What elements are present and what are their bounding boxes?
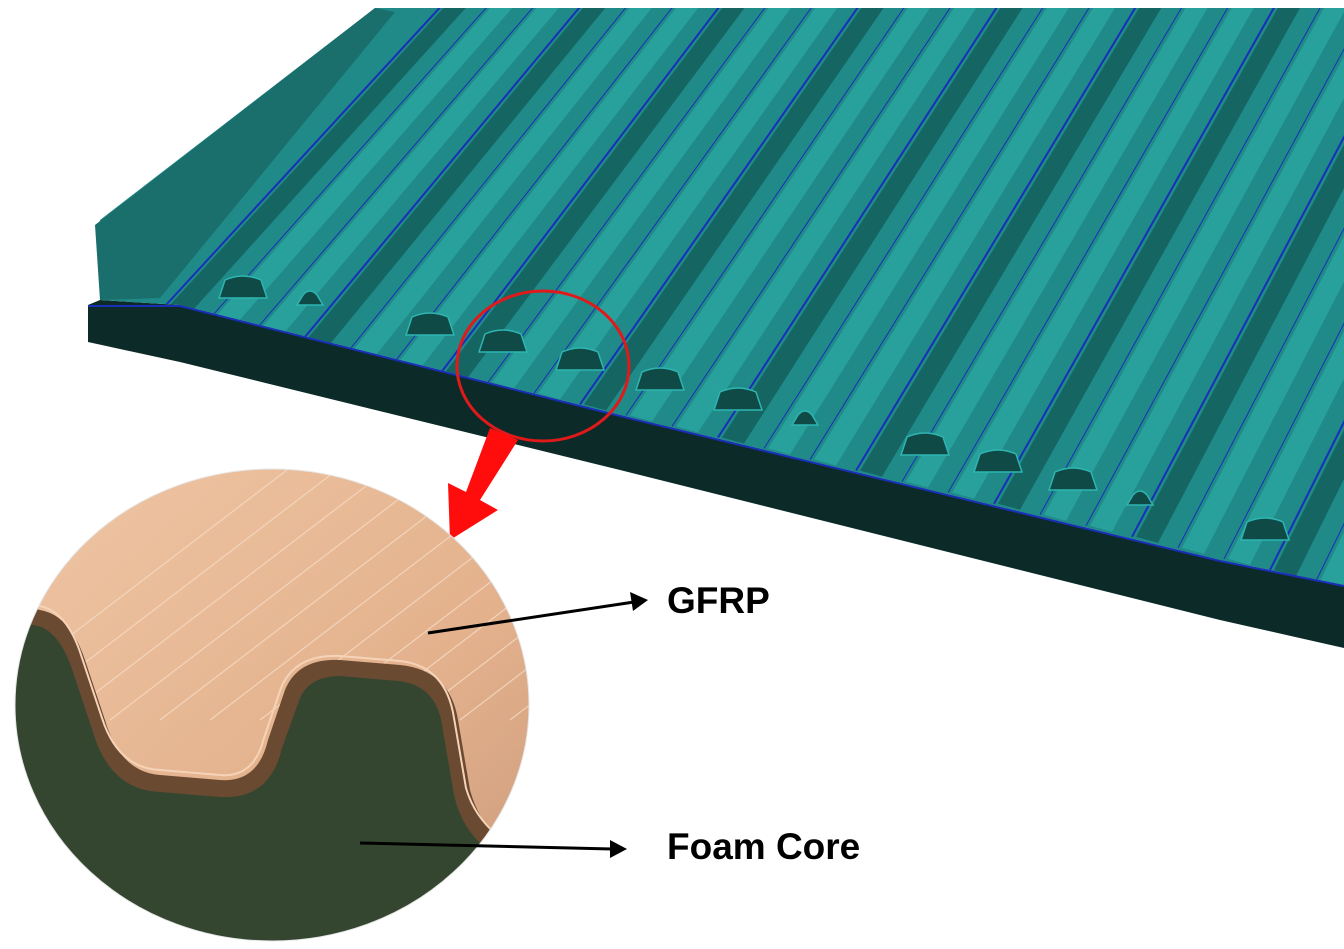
zoom-circle-outline	[14, 468, 530, 942]
foam-core-region	[15, 618, 529, 941]
gfrp-label: GFRP	[667, 580, 770, 621]
zoom-cross-section	[14, 468, 530, 942]
panel-base-slab	[88, 300, 1344, 648]
leader-line-foam-core	[359, 840, 627, 858]
gfrp-skin-edge	[15, 595, 529, 857]
stiffener-profiles	[217, 275, 1291, 541]
panel-front-edge	[88, 305, 1344, 587]
panel-left-wall	[95, 8, 395, 300]
leader-line-gfrp	[427, 592, 648, 635]
highlight-circle	[455, 289, 631, 443]
panel-3d-view	[88, 8, 1344, 648]
arrow-icon	[448, 428, 518, 540]
foam-core-label: Foam Core	[667, 826, 861, 867]
panel-ridges	[165, 8, 1344, 585]
